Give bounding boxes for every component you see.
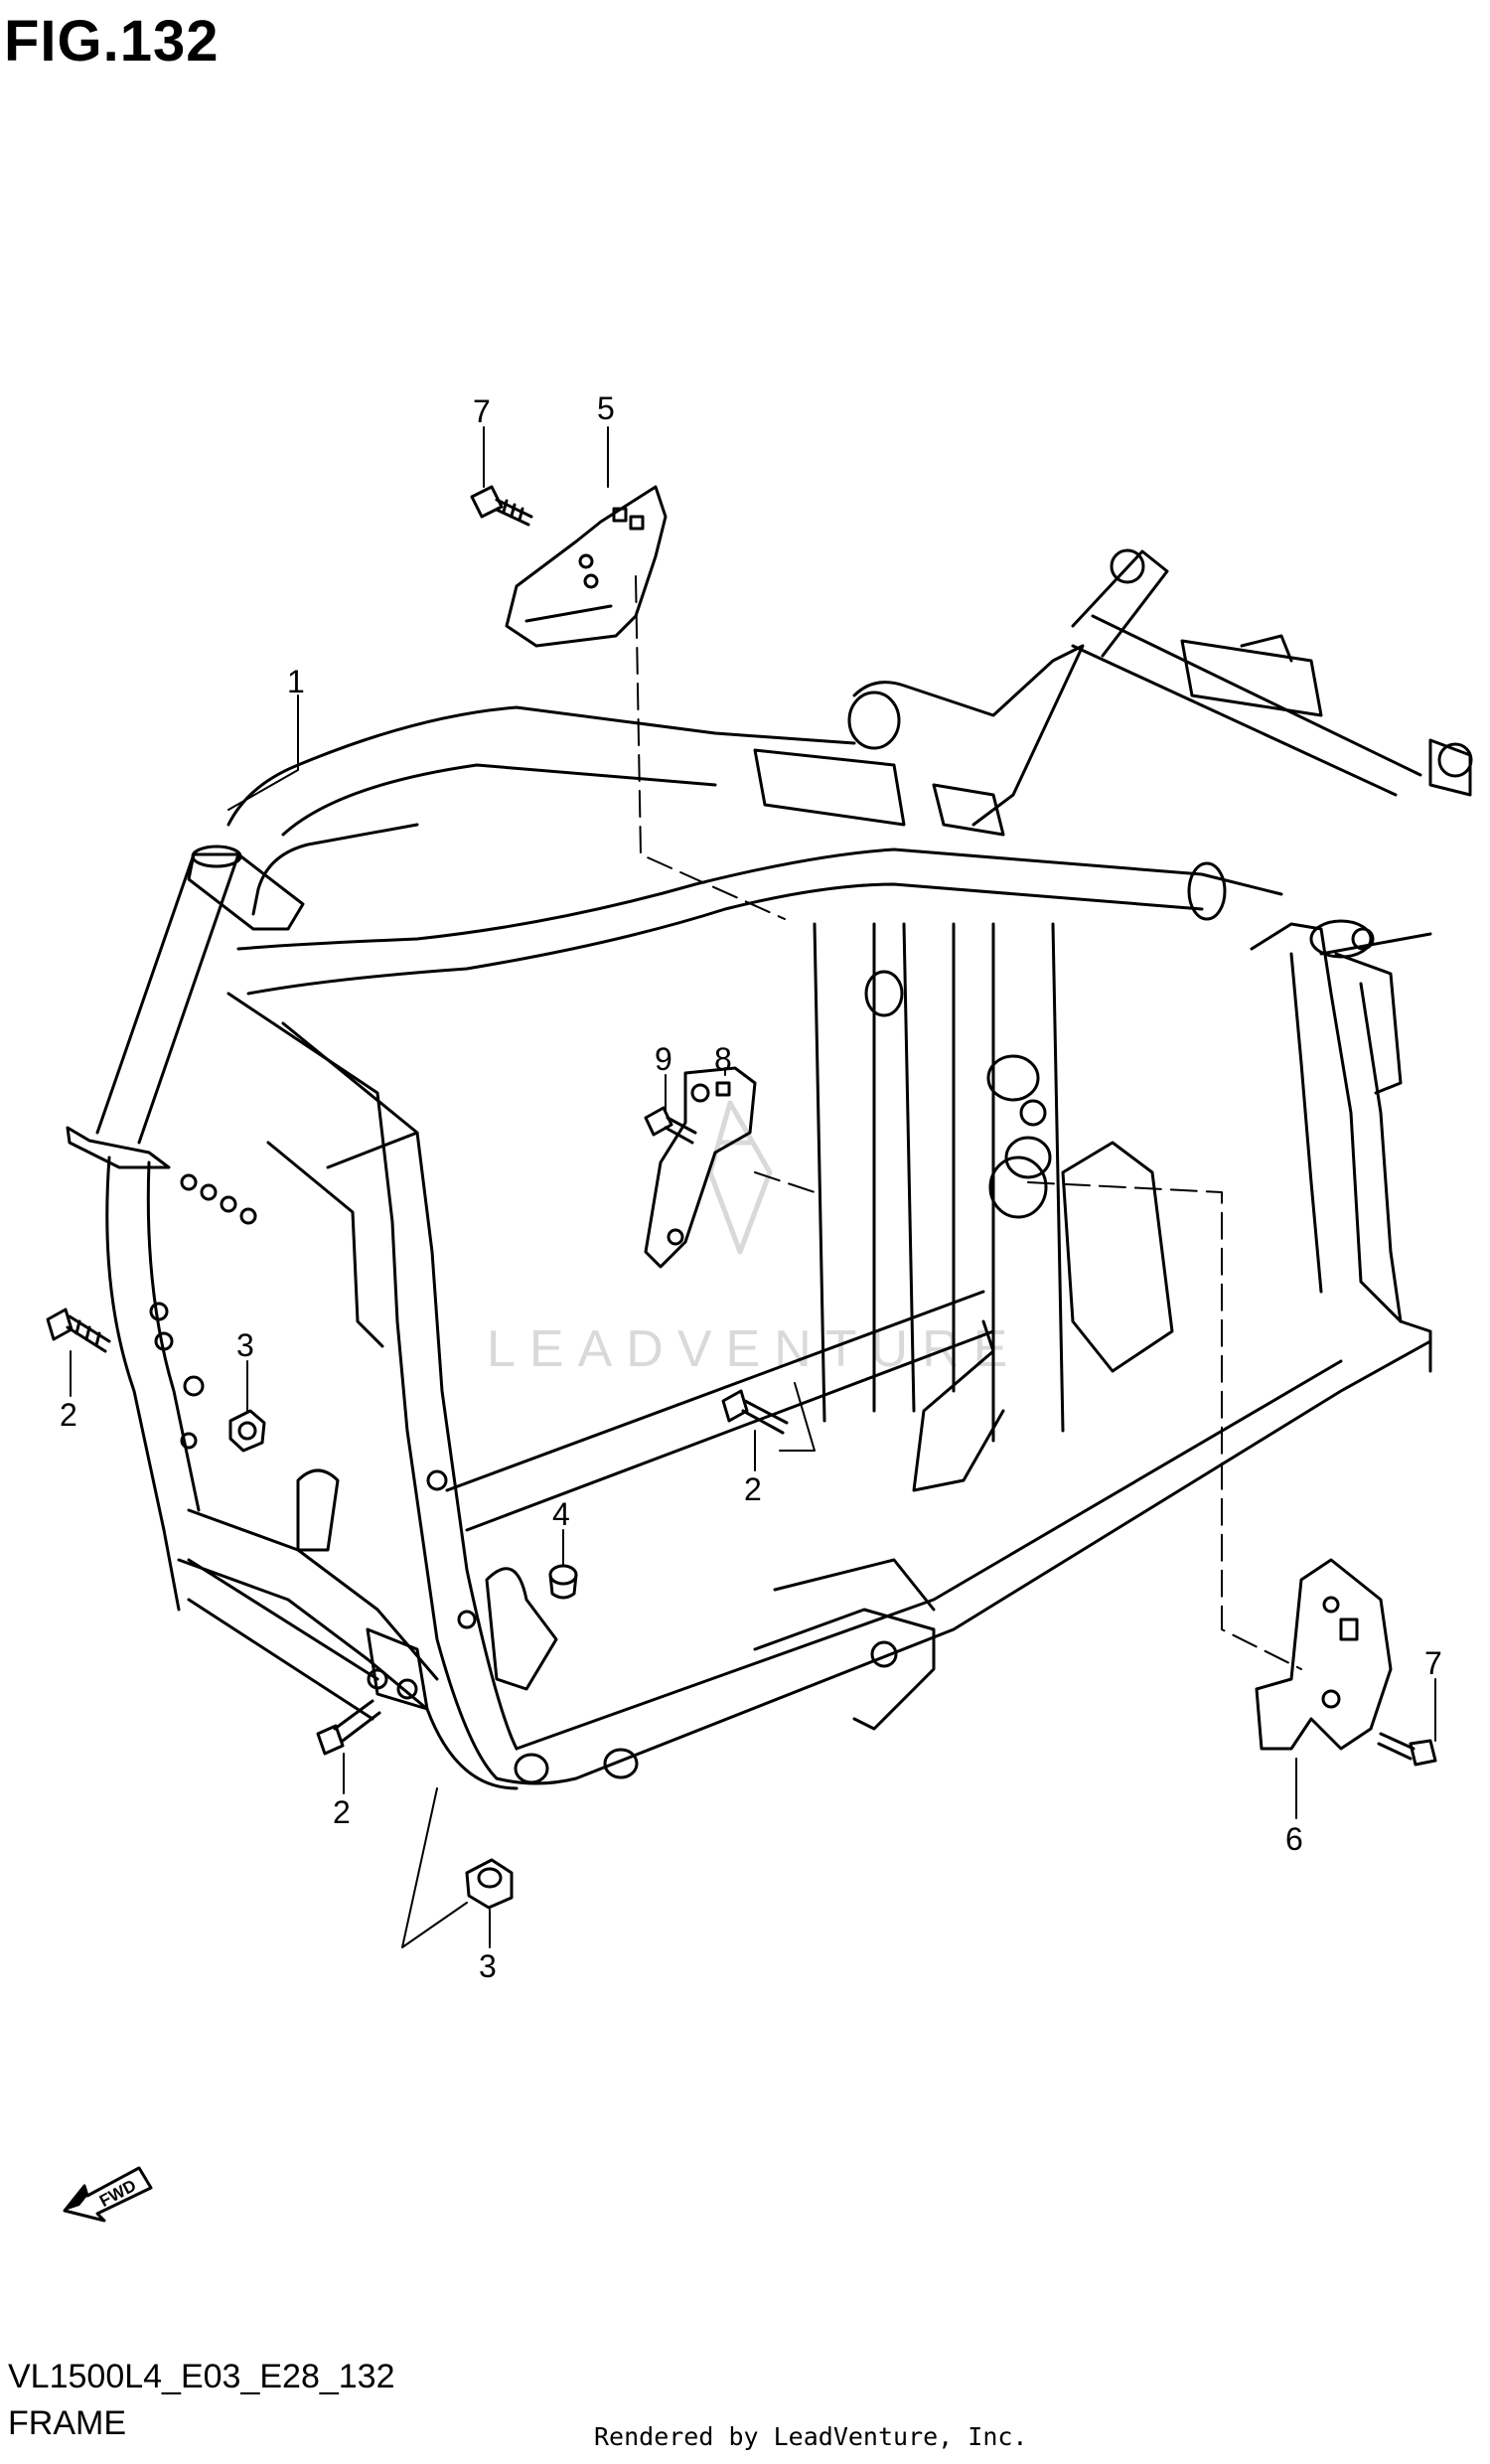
callout-7-right[interactable]: 7 <box>1424 1645 1442 1681</box>
callout-2-bottom[interactable]: 2 <box>333 1794 351 1830</box>
diagram-caption: FRAME <box>8 2404 126 2442</box>
callout-3-upper[interactable]: 3 <box>236 1327 254 1363</box>
callout-9[interactable]: 9 <box>655 1041 672 1077</box>
bolt-part-7-top <box>470 485 533 527</box>
leader-lines <box>70 426 1436 1948</box>
callout-6[interactable]: 6 <box>1285 1821 1303 1857</box>
callout-4[interactable]: 4 <box>552 1496 570 1532</box>
bolt-part-9 <box>644 1106 697 1145</box>
bolt-part-2-bottom <box>316 1699 381 1756</box>
callout-2-left[interactable]: 2 <box>60 1397 77 1433</box>
watermark-text: LEADVENTURE <box>487 1320 1021 1378</box>
watermark-logo-icon <box>707 1100 773 1255</box>
bolt-part-2-center <box>721 1389 789 1435</box>
diagram-code: VL1500L4_E03_E28_132 <box>8 2358 395 2395</box>
bolt-part-2-left <box>46 1308 111 1353</box>
figure-title: FIG.132 <box>4 9 220 74</box>
bracket-part-6 <box>1255 1558 1393 1751</box>
callout-5[interactable]: 5 <box>597 390 615 426</box>
callout-7-top[interactable]: 7 <box>473 393 491 429</box>
bracket-part-8 <box>644 1066 757 1269</box>
nut-part-3-upper <box>228 1409 266 1453</box>
bracket-part-5 <box>505 485 668 648</box>
rendered-by-credit: Rendered by LeadVenture, Inc. <box>594 2422 1028 2451</box>
callout-8[interactable]: 8 <box>714 1041 732 1077</box>
callout-2-center[interactable]: 2 <box>744 1471 762 1507</box>
fwd-arrow-icon: FWD <box>63 2166 153 2223</box>
guide-wedges <box>401 1382 816 1948</box>
bolt-part-7-right <box>1377 1732 1437 1767</box>
dashed-guide-lines <box>635 575 1302 1670</box>
callout-1[interactable]: 1 <box>287 664 305 699</box>
nut-part-3-lower <box>465 1858 514 1910</box>
plug-part-4 <box>548 1564 578 1600</box>
callout-3-lower[interactable]: 3 <box>479 1948 497 1984</box>
frame-main <box>66 548 1473 1790</box>
